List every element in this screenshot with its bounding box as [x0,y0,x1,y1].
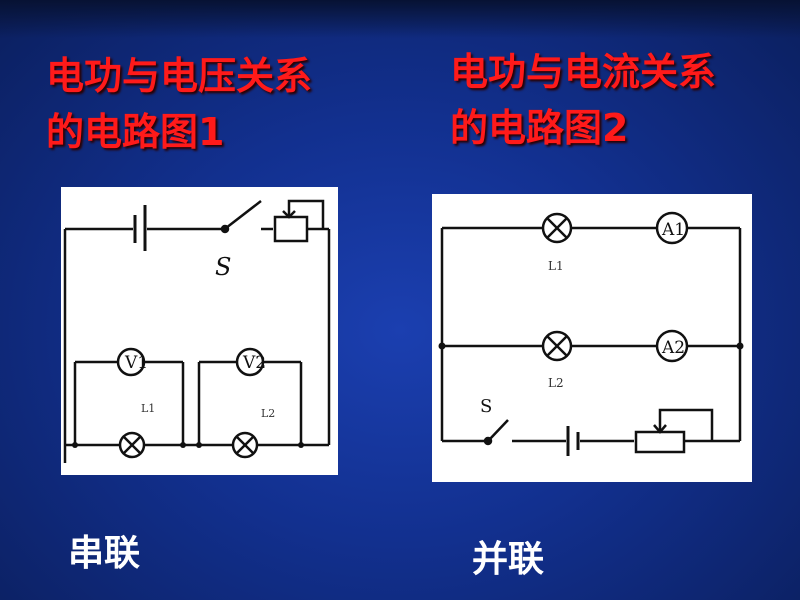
parallel-circuit-svg: A1 A2 L1 L2 S [438,211,744,456]
title-right-line-1: 电功与电流关系 [450,50,717,94]
voltmeter-1-label: V1 [124,353,148,373]
ammeter-1-label: A1 [661,220,685,240]
ammeter-1: A1 [655,211,689,245]
caption-series: 串联 [68,533,141,574]
voltmeter-2: V2 [235,347,266,377]
ammeter-2-label: A2 [661,338,685,358]
lamp-1-label: L1 [548,259,564,273]
caption-parallel: 并联 [472,539,545,580]
lamp-2-label: L2 [261,407,275,420]
lamp-1-label: L1 [141,402,155,415]
lamp-1 [118,431,146,459]
title-parallel-circuit: 电功与电流关系 的电路图2 [450,44,716,156]
title-left-line-2: 的电路图1 [46,110,225,154]
series-circuit-diagram: V1 V2 L1 L2 S [61,187,338,475]
title-left-line-1: 电功与电压关系 [46,54,313,98]
lamp-2 [541,330,573,362]
lamp-2-label: L2 [548,376,564,390]
top-shade [0,0,800,38]
switch-label: S [215,253,231,281]
ammeter-2: A2 [655,329,689,363]
title-series-circuit: 电功与电压关系 的电路图1 [46,48,312,160]
lamp-1 [541,212,573,244]
voltmeter-2-label: V2 [242,353,266,373]
title-right-line-2: 的电路图2 [450,106,629,150]
series-circuit-svg: V1 V2 L1 L2 S [63,199,331,463]
voltmeter-1: V1 [116,347,148,377]
lamp-2 [231,431,259,459]
switch-label: S [480,396,492,417]
parallel-circuit-diagram: A1 A2 L1 L2 S [432,194,752,482]
